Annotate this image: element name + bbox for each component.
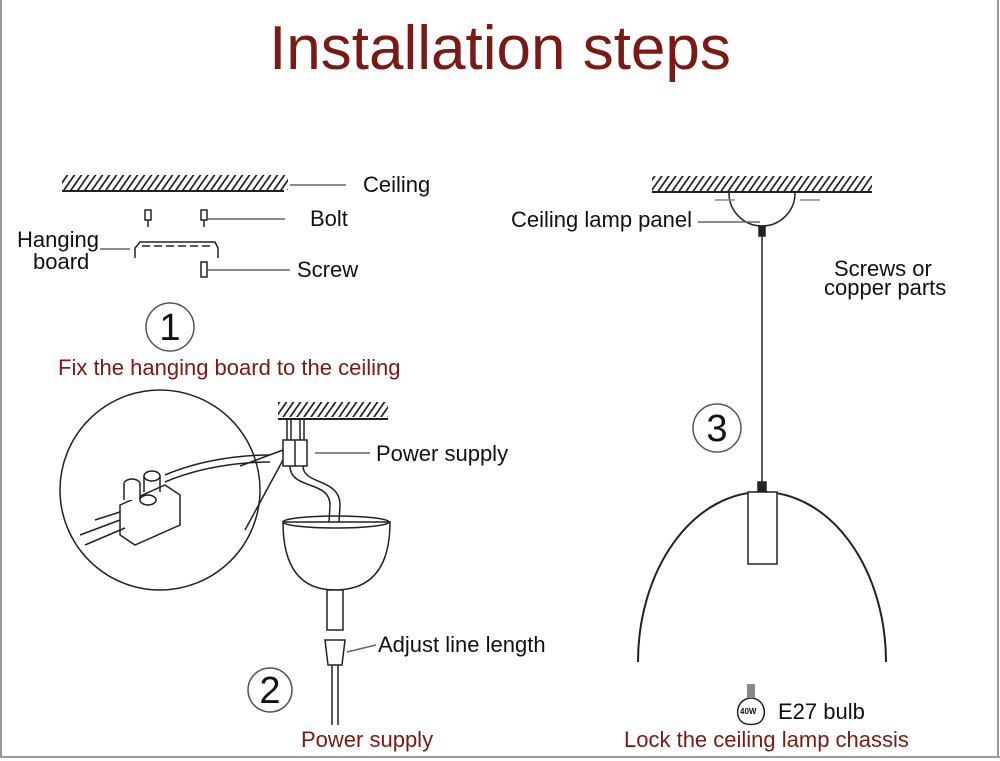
label-hanging-1: Hanging	[17, 227, 99, 252]
label-ceiling-lamp-panel: Ceiling lamp panel	[511, 207, 692, 232]
page-title: Installation steps	[269, 14, 731, 83]
bolt-icon	[144, 209, 152, 227]
cord-grip-icon	[324, 639, 346, 666]
bulb-icon	[737, 684, 765, 726]
ceiling-lamp-panel	[728, 192, 796, 227]
label-e27-bulb: E27 bulb	[778, 699, 865, 724]
connector-detail-icon	[79, 454, 271, 546]
canopy-cup	[282, 521, 391, 591]
step3-caption: Lock the ceiling lamp chassis	[624, 727, 909, 752]
step3-drawing	[637, 176, 887, 726]
step3-circle	[692, 403, 742, 453]
ceiling-hatch-3	[652, 176, 872, 191]
label-ceiling: Ceiling	[363, 172, 431, 197]
label-bolt: Bolt	[310, 206, 348, 231]
label-power-supply: Power supply	[376, 441, 509, 466]
step1-circle	[145, 302, 195, 352]
label-screws-2: copper parts	[824, 275, 947, 300]
lamp-socket	[747, 491, 778, 565]
step3-number: 3	[706, 408, 728, 450]
label-screw: Screw	[297, 257, 359, 282]
label-adjust-line-length: Adjust line length	[378, 632, 546, 657]
step1-caption: Fix the hanging board to the ceiling	[58, 355, 401, 380]
magnifier-circle	[59, 389, 261, 591]
label-screws-1: Screws or	[834, 256, 932, 281]
bolt-icon	[200, 209, 208, 227]
ceiling-hatch-2	[278, 402, 388, 417]
step2-drawing	[59, 389, 391, 725]
step2-circle	[247, 667, 293, 713]
step1-drawing	[62, 175, 346, 352]
step2-caption: Power supply	[301, 727, 434, 752]
step2-number: 2	[259, 670, 281, 712]
ceiling-hatch-1	[62, 175, 288, 190]
label-hanging-2: board	[33, 249, 90, 274]
bulb-wattage: 40W	[740, 707, 757, 716]
hanging-board-bracket	[134, 241, 219, 258]
screw-icon	[200, 261, 208, 278]
step1-number: 1	[159, 307, 181, 349]
